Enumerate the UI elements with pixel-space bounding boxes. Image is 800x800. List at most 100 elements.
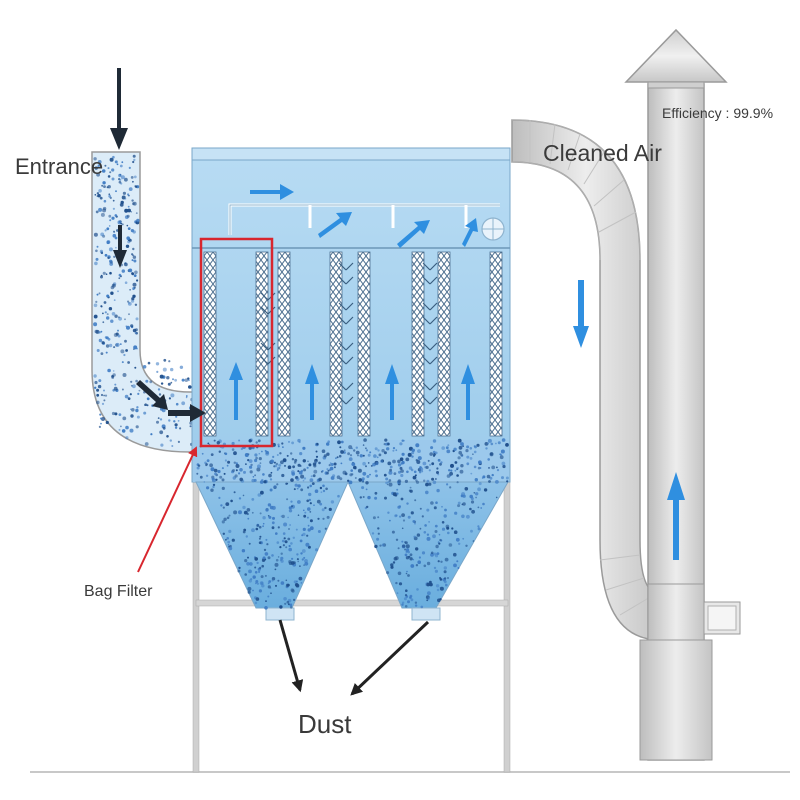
dust-particle xyxy=(320,491,323,494)
dust-particle xyxy=(470,500,475,504)
dust-particle xyxy=(366,475,370,478)
dust-particle xyxy=(375,474,378,478)
dust-particle xyxy=(475,496,477,499)
dust-particle xyxy=(355,446,358,449)
dust-particle xyxy=(132,288,134,291)
dust-particle xyxy=(209,463,214,468)
dust-particle xyxy=(305,542,310,547)
dust-particle xyxy=(108,247,113,252)
dust-particle xyxy=(362,444,365,446)
airflow-arrow xyxy=(318,212,352,238)
dust-particle xyxy=(170,367,174,372)
dust-particle xyxy=(126,224,129,227)
dust-particle xyxy=(256,582,259,585)
dust-particle xyxy=(113,255,116,258)
dust-particle xyxy=(267,595,270,598)
dust-particle xyxy=(94,261,98,266)
dust-particle xyxy=(432,480,437,485)
dust-particle xyxy=(337,440,341,445)
dust-particle xyxy=(457,567,460,569)
dust-particle xyxy=(242,505,246,510)
dust-particle xyxy=(487,458,491,461)
dust-particle xyxy=(397,571,402,576)
dust-particle xyxy=(381,543,385,547)
dust-particle xyxy=(279,452,282,455)
dust-particle xyxy=(131,299,135,303)
dust-particle xyxy=(218,450,221,453)
dust-particle xyxy=(156,420,159,424)
dust-particle xyxy=(290,478,294,482)
dust-particle xyxy=(365,481,369,485)
dust-particle xyxy=(290,452,293,455)
dust-particle xyxy=(268,580,272,583)
bag-dust-mark xyxy=(422,302,438,325)
dust-particle xyxy=(265,451,270,456)
dust-particle xyxy=(105,351,108,354)
dust-particle xyxy=(330,463,334,466)
dust-particle xyxy=(128,268,133,273)
dust-particle xyxy=(121,361,124,364)
dust-particle xyxy=(103,301,107,304)
dust-particle xyxy=(142,365,147,369)
dust-particle xyxy=(414,604,418,607)
dust-particle xyxy=(117,329,119,332)
dust-particle xyxy=(207,442,210,445)
dust-particle xyxy=(147,361,151,365)
filter-bag xyxy=(437,251,451,437)
dust-particle xyxy=(298,441,301,444)
dust-particle xyxy=(249,465,253,469)
dust-particle xyxy=(433,506,437,510)
dust-particle xyxy=(387,461,392,466)
dust-particle xyxy=(96,166,100,169)
dust-particle xyxy=(224,459,227,462)
dust-particle xyxy=(426,561,431,566)
dust-particle xyxy=(159,430,164,435)
dust-particle xyxy=(307,545,311,549)
dust-particle xyxy=(395,514,398,517)
dust-particle xyxy=(308,498,311,502)
dust-pointer-right xyxy=(350,620,430,696)
baghouse-housing xyxy=(191,147,511,483)
dust-particle xyxy=(277,556,280,558)
dust-particle xyxy=(446,526,450,530)
dust-particle xyxy=(284,464,286,467)
dust-particle xyxy=(392,561,396,564)
dust-particle xyxy=(116,163,119,166)
dust-particle xyxy=(472,453,474,456)
dust-particle xyxy=(333,466,336,469)
dust-particle xyxy=(319,502,323,506)
dust-particle xyxy=(456,468,458,471)
dust-particle xyxy=(457,501,461,505)
dust-particle xyxy=(302,446,306,450)
dust-particle xyxy=(402,519,406,522)
dust-particle xyxy=(128,302,130,304)
dust-particle xyxy=(387,480,390,484)
dust-particle xyxy=(270,459,274,464)
dust-particle xyxy=(111,177,115,181)
dust-particle xyxy=(406,470,409,474)
dust-particle xyxy=(436,471,439,474)
dust-particle xyxy=(172,378,174,381)
dust-particle xyxy=(228,514,231,517)
dust-particle xyxy=(445,583,448,587)
dust-particle xyxy=(438,542,441,545)
dust-particle xyxy=(105,273,108,276)
dust-particle xyxy=(247,517,250,520)
dust-particle xyxy=(456,474,459,477)
dust-particle xyxy=(369,451,372,454)
dust-particle xyxy=(426,582,431,587)
dust-particle xyxy=(399,466,403,470)
dust-particle xyxy=(299,565,301,567)
dust-particle xyxy=(392,447,396,450)
dust-particle xyxy=(392,492,397,497)
dust-particle xyxy=(454,461,458,464)
dust-particle xyxy=(231,538,235,542)
dust-particle xyxy=(347,452,350,456)
dust-particle xyxy=(489,476,493,480)
dust-particle xyxy=(107,368,111,373)
dust-particle xyxy=(426,479,430,483)
dust-particle xyxy=(265,600,267,602)
dust-particle xyxy=(502,464,506,469)
dust-particle xyxy=(415,564,419,567)
dust-particle xyxy=(453,552,457,557)
